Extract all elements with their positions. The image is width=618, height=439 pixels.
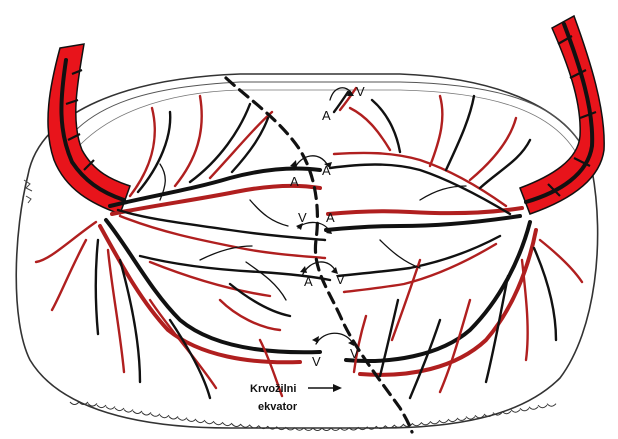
label-a-middle-right: A — [326, 210, 335, 225]
label-v-bottom-left: V — [312, 354, 321, 369]
organ-outline — [16, 74, 597, 431]
label-a-lower-left: A — [304, 274, 313, 289]
label-a-upper-left: A — [290, 174, 299, 189]
label-v-middle-left: V — [298, 210, 307, 225]
label-v-bottom-right: V — [350, 346, 359, 361]
equator-caption-line1: Krvožilni — [250, 383, 296, 395]
label-a-upper-right: A — [322, 163, 331, 178]
label-a-top: A — [322, 108, 331, 123]
label-v-top: V — [356, 84, 365, 99]
label-v-lower-right: V — [336, 272, 345, 287]
equator-caption-line2: ekvator — [258, 401, 298, 413]
